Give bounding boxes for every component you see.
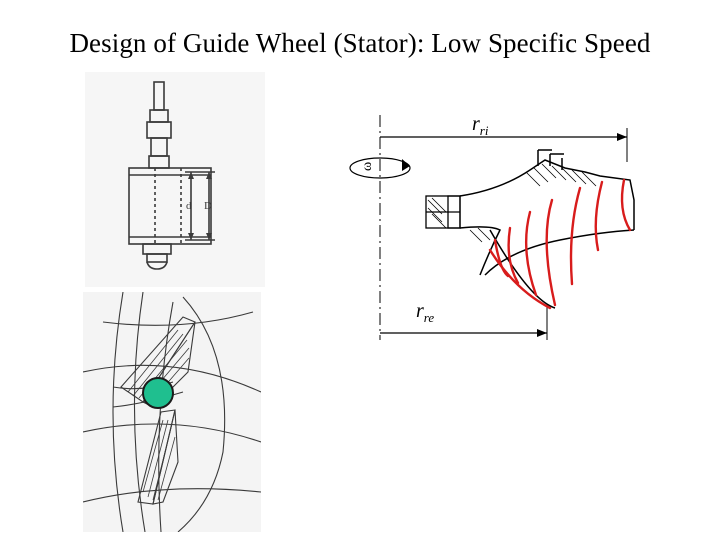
label-re-sub: re bbox=[424, 310, 435, 325]
label-r-bottom: r bbox=[416, 300, 424, 322]
shaft-outline bbox=[128, 81, 215, 270]
dimension-rre: rre bbox=[380, 300, 548, 340]
highlight-marker bbox=[142, 377, 174, 409]
label-r-top: r bbox=[472, 113, 480, 135]
label-ri-sub: ri bbox=[480, 123, 489, 138]
blade-cascade-sketch bbox=[83, 292, 261, 532]
shaft-label-D: D bbox=[204, 200, 212, 212]
shaft-sketch: d D bbox=[85, 72, 265, 287]
svg-text:rre: rre bbox=[416, 300, 434, 325]
hub-section bbox=[425, 195, 461, 229]
stator-cross-section: rri rre ω bbox=[349, 113, 635, 340]
rotation-label: ω bbox=[360, 162, 375, 171]
dimension-rri: rri bbox=[380, 113, 628, 162]
rotation-arrow-icon: ω bbox=[349, 157, 411, 179]
slide-title: Design of Guide Wheel (Stator): Low Spec… bbox=[69, 28, 651, 58]
shaft-label-d: d bbox=[186, 200, 192, 212]
blade-lines bbox=[488, 178, 632, 310]
svg-text:rri: rri bbox=[472, 113, 489, 138]
